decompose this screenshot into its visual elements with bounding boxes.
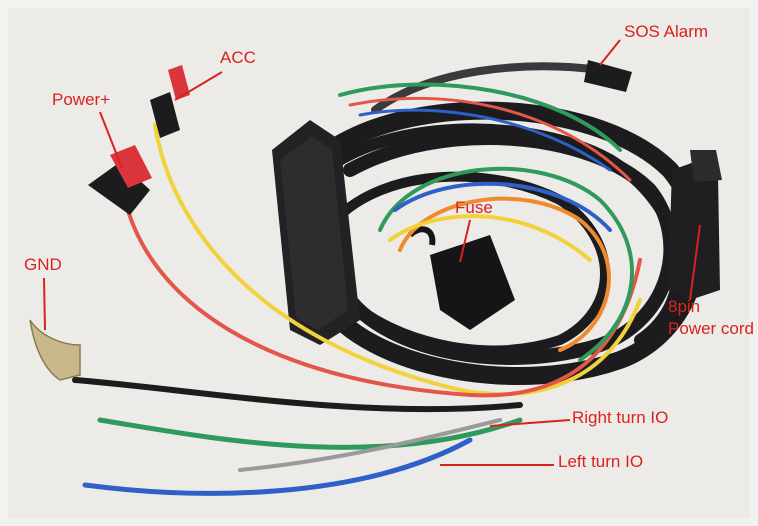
gnd-annotation-line (43, 277, 46, 331)
sos-alarm-label: SOS Alarm (624, 22, 709, 41)
left-turn-io-label: Left turn IO (558, 452, 644, 471)
gnd-terminal (29, 319, 81, 381)
filter-box (272, 120, 360, 345)
gnd-label: GND (24, 255, 62, 274)
power-plus-label: Power+ (52, 90, 111, 109)
fuse-annotation-line (459, 219, 471, 263)
8pin-label-line2: Power cord (668, 319, 754, 338)
8pin-annotation-line (689, 224, 701, 301)
power-plus-fuse (88, 145, 152, 215)
8pin-power-cord-label: 8pin Power cord (668, 296, 754, 340)
acc-annotation-line (174, 71, 223, 101)
annotation-lines (43, 39, 701, 466)
acc-label: ACC (220, 48, 256, 67)
sos-connector (584, 60, 632, 92)
power-annotation-line (99, 111, 123, 169)
right-turn-io-label: Right turn IO (572, 408, 669, 427)
acc-connector (150, 65, 190, 138)
photo-surface (8, 8, 750, 518)
8pin-connector (668, 150, 722, 300)
8pin-label-line1: 8pin (668, 297, 701, 316)
right-turn-annotation-line (489, 419, 571, 427)
fuse-label: Fuse (455, 198, 493, 217)
colored-wires (72, 82, 642, 496)
sos-annotation-line (599, 39, 621, 66)
